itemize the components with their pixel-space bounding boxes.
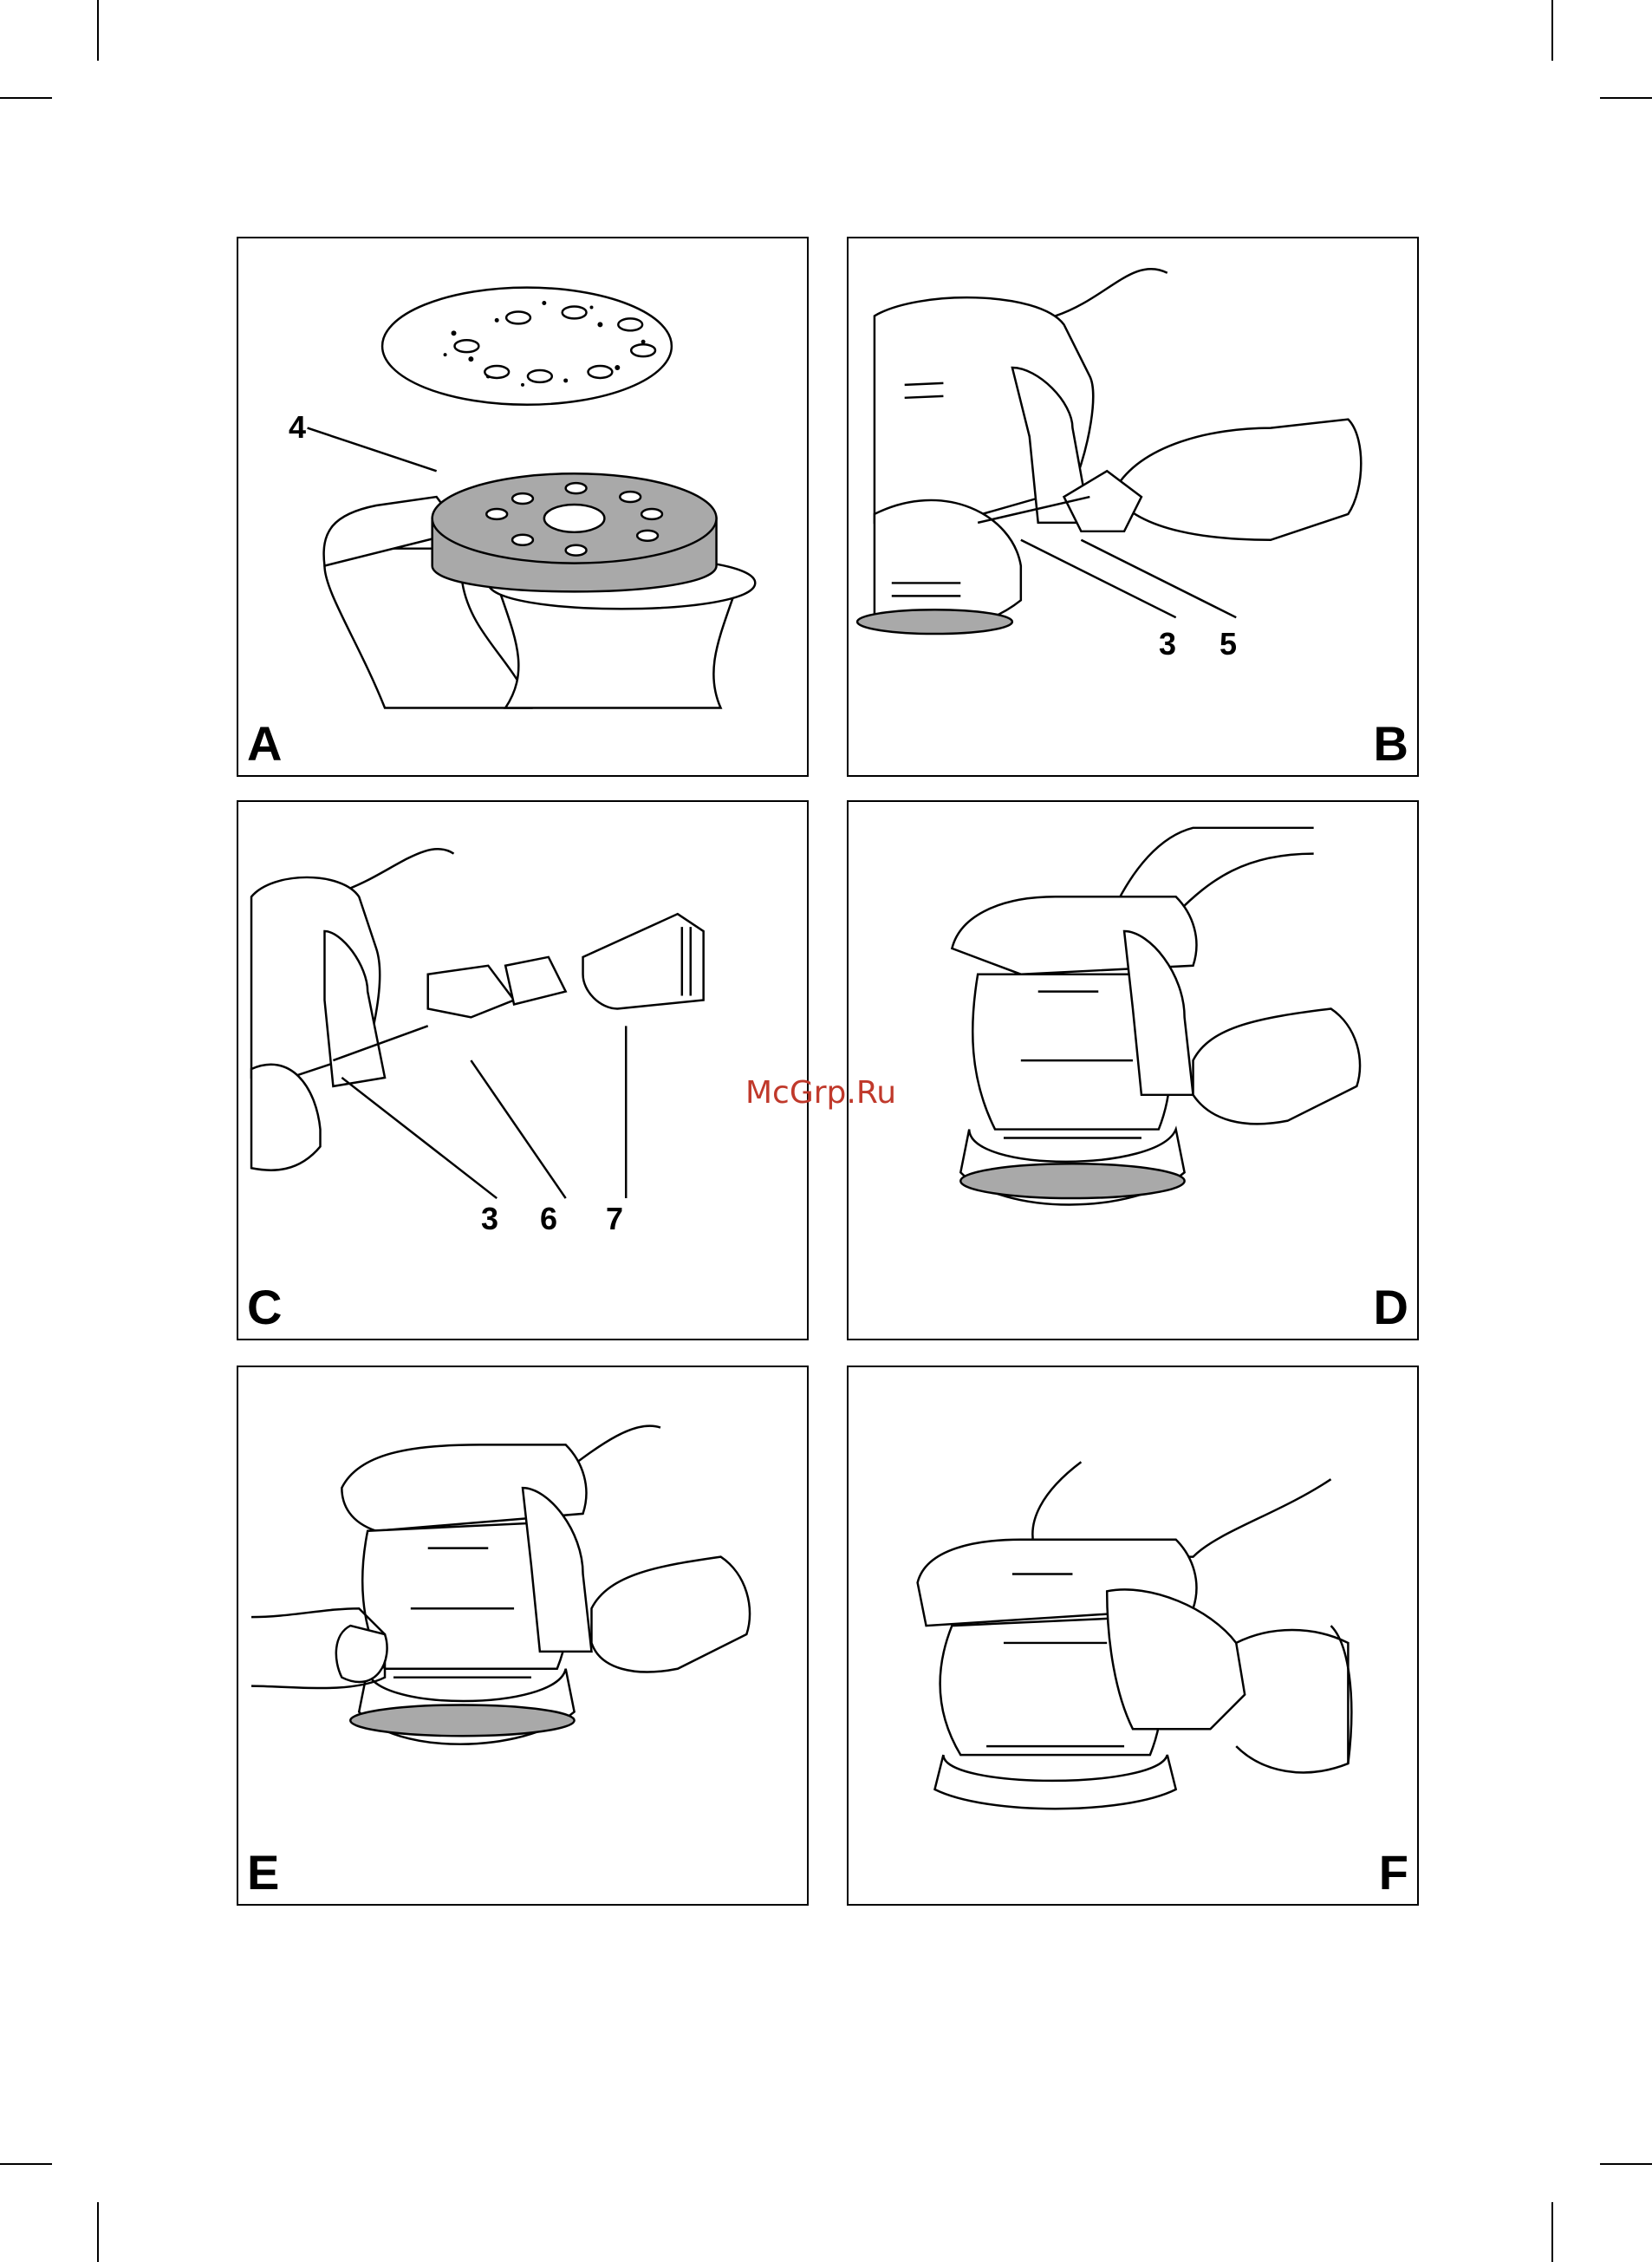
crop-mark xyxy=(97,2202,99,2262)
crop-mark xyxy=(0,2163,52,2165)
crop-mark xyxy=(0,97,52,99)
watermark-text: McGrp.Ru xyxy=(745,1075,896,1111)
crop-mark xyxy=(1551,2202,1553,2262)
panel-letter: B xyxy=(1374,720,1408,768)
panel-letter: F xyxy=(1379,1848,1408,1897)
figure-panel-f: F xyxy=(847,1366,1419,1906)
crop-mark xyxy=(1600,2163,1652,2165)
two-hand-grip-illustration xyxy=(238,1367,807,1904)
panel-letter: E xyxy=(247,1848,279,1897)
crop-mark xyxy=(97,0,99,61)
figure-panel-d: D xyxy=(847,800,1419,1340)
figure-panel-c: 3 6 7 C xyxy=(237,800,809,1340)
side-grip-illustration xyxy=(849,1367,1417,1904)
callout-number: 3 xyxy=(481,1203,498,1235)
panel-letter: D xyxy=(1374,1283,1408,1332)
callout-number: 3 xyxy=(1159,629,1176,660)
vacuum-adapter-illustration xyxy=(238,802,807,1339)
callout-number: 6 xyxy=(540,1203,557,1235)
figure-panel-b: 3 5 B xyxy=(847,237,1419,777)
figure-panel-e: E xyxy=(237,1366,809,1906)
crop-mark xyxy=(1600,97,1652,99)
one-hand-grip-illustration xyxy=(849,802,1417,1339)
figure-panel-a: 4 A xyxy=(237,237,809,777)
sanding-disc-illustration xyxy=(238,238,807,775)
panel-letter: C xyxy=(247,1283,282,1332)
callout-number: 4 xyxy=(289,412,306,443)
callout-number: 7 xyxy=(606,1203,623,1235)
crop-mark xyxy=(1551,0,1553,61)
dust-bag-illustration xyxy=(849,238,1417,775)
panel-letter: A xyxy=(247,720,282,768)
callout-number: 5 xyxy=(1219,629,1237,660)
